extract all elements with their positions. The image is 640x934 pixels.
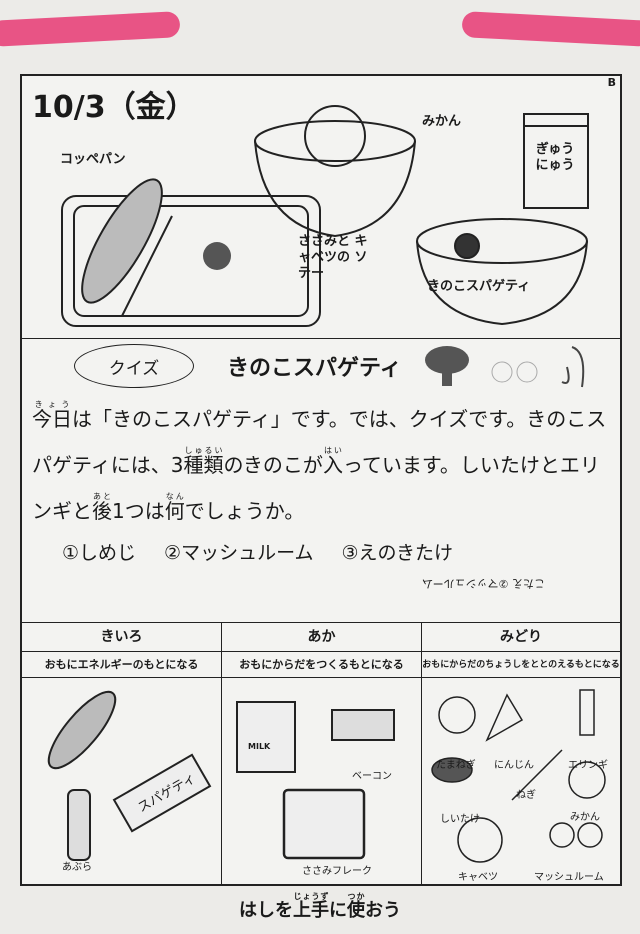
footer-slogan: はしを上手じょうずに使つかおう — [0, 892, 640, 922]
ruby-word: 何なん — [164, 492, 185, 523]
food-label: みかん — [570, 812, 600, 823]
quiz-choices: ①しめじ ②マッシュルーム ③えのきたけ — [62, 538, 453, 565]
tray-icon — [61, 195, 321, 327]
group-desc: おもにからだをつくるもとになる — [222, 652, 421, 678]
divider — [22, 338, 620, 339]
ruby-word: 入はい — [322, 446, 343, 477]
food-label: にんじん — [494, 760, 534, 771]
group-desc: おもにエネルギーのもとになる — [22, 652, 221, 678]
quiz-title: きのこスパゲティ — [227, 356, 402, 381]
menu-label-mikan: みかん — [422, 114, 462, 129]
bowl-mikan-icon — [254, 105, 416, 238]
food-groups-table: きいろ おもにエネルギーのもとになる あぶら スパゲティ あか おもにからだをつ… — [22, 622, 620, 884]
group-yellow: きいろ おもにエネルギーのもとになる あぶら スパゲティ — [22, 622, 222, 884]
menu-illustration — [61, 105, 589, 327]
quiz-answer-upside-down: こたえ ②マッシュルーム — [422, 577, 546, 590]
green-foods-icon — [431, 689, 606, 863]
food-label: ねぎ — [516, 790, 536, 801]
food-label: エリンギ — [568, 760, 608, 771]
text-run: でしょうか。 — [184, 499, 305, 523]
date-title: 10/3（金） — [32, 90, 196, 125]
saute-icon — [203, 242, 231, 270]
ruby-word: 後あと — [92, 492, 112, 523]
group-name: あか — [222, 622, 421, 652]
yellow-foods-icon — [47, 690, 212, 861]
quiz-question: 今日きょうは「きのこスパゲティ」です。では、クイズです。きのこスパゲティには、3… — [32, 396, 617, 534]
menu-label-spaghetti: きのこスパゲティ — [427, 279, 531, 294]
ruby-word: 種類しゅるい — [183, 446, 224, 477]
group-desc: おもにからだのちょうしをととのえるもとになる — [422, 652, 620, 678]
text-run: のきのこが — [223, 453, 323, 477]
food-label: キャベツ — [458, 872, 498, 883]
quiz-badge: クイズ — [74, 344, 194, 388]
menu-sheet: 10/3（金） B コッペパン みかん ぎゅう にゅう ささみと キャベツの ソ… — [20, 74, 622, 886]
text-run: っています。しいたけとエリンギと — [32, 453, 600, 523]
red-foods-icon — [236, 701, 395, 860]
text-run: は「きのこスパゲティ」です。では、クイズです。きのこスパゲティには、3 — [32, 407, 607, 477]
ruby-word: 今日きょう — [32, 400, 72, 431]
spaghetti-bowl-icon — [416, 218, 588, 326]
bread-icon — [81, 178, 163, 304]
table-top-border — [22, 622, 620, 623]
food-label: あぶら — [62, 862, 92, 873]
pink-tape-left — [0, 11, 181, 47]
menu-label-milk: ぎゅう にゅう — [535, 142, 575, 173]
group-name: きいろ — [22, 622, 221, 652]
ruby-word: 使つか — [347, 892, 365, 921]
text-run: 1つは — [112, 499, 165, 523]
choice-2: ②マッシュルーム — [164, 542, 314, 564]
group-red: あか おもにからだをつくるもとになる MILK ベーコン ささみフレーク — [222, 622, 422, 884]
food-label: しいたけ — [440, 814, 480, 825]
text-run: に — [329, 900, 347, 921]
text-run: おう — [365, 900, 401, 921]
group-green: みどり おもにからだのちょうしをととのえるもとになる たまねぎ にんじん エリン… — [422, 622, 620, 884]
food-label: ベーコン — [352, 771, 392, 782]
milk-carton-icon — [523, 113, 589, 209]
group-name: みどり — [422, 622, 620, 652]
ruby-word: 上手じょうず — [293, 892, 329, 921]
corner-mark: B — [607, 76, 616, 89]
text-run: はしを — [239, 900, 293, 921]
food-label: たまねぎ — [436, 760, 476, 771]
food-label: ささみフレーク — [302, 866, 372, 877]
mushrooms-icon — [425, 346, 585, 388]
milk-label: MILK — [248, 742, 271, 751]
choice-1: ①しめじ — [62, 542, 137, 564]
menu-label-saute: ささみと キャベツの ソテー — [298, 234, 368, 281]
menu-label-bread: コッペパン — [60, 152, 126, 167]
pink-tape-right — [461, 11, 640, 47]
choice-3: ③えのきたけ — [341, 542, 453, 564]
food-label: マッシュルーム — [534, 872, 604, 883]
